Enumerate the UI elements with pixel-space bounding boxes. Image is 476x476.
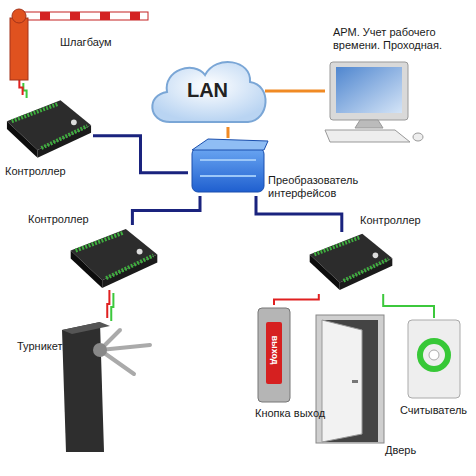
barrier-node: Шлагбаум: [8, 8, 150, 80]
controller-device: [7, 100, 91, 157]
keyboard: [325, 130, 410, 142]
turnstile-hub: [93, 343, 107, 357]
lan-node: LAN: [150, 55, 265, 127]
monitor-screen: [336, 67, 402, 113]
turnstile-post: [62, 322, 104, 452]
converter-rib: [200, 175, 256, 177]
door-opening: [322, 320, 378, 442]
connector-wire: [265, 90, 325, 93]
door-node: Дверь: [315, 312, 387, 442]
network-label: LAN: [150, 79, 265, 102]
controller-node: Контроллер: [5, 95, 93, 163]
barrier-cap: [12, 9, 26, 23]
connector-wire: [226, 127, 229, 138]
device-label: Контроллер: [5, 165, 66, 178]
workstation-node: АРМ. Учет рабочего времени. Проходная.: [325, 58, 420, 146]
device-label: Шлагбаум: [60, 36, 112, 49]
turnstile-cap: [62, 322, 110, 334]
converter-node: Преобразователь интерфейсов: [188, 138, 268, 196]
converter-top: [192, 139, 268, 150]
door-frame: [316, 315, 384, 443]
button-text: выход: [267, 324, 281, 376]
device-label: Считыватель: [400, 404, 467, 417]
wire-pair: [111, 293, 113, 321]
reader-node: Считыватель: [405, 318, 463, 400]
connector-wire: [256, 196, 342, 232]
connector-wire: [132, 196, 200, 225]
button-plate: [258, 308, 290, 402]
device-label: Контроллер: [28, 213, 89, 226]
connector-wire: [107, 290, 109, 318]
connector-wire: [19, 80, 22, 95]
barrier-boom: [24, 12, 148, 20]
controller-node: Контроллер: [305, 232, 397, 294]
connector-wire: [274, 294, 319, 305]
wire-pair: [23, 83, 26, 98]
boom-stripe: [40, 12, 50, 20]
monitor-stand: [355, 120, 383, 128]
connector-wire: [383, 294, 434, 318]
device-label: Преобразователь интерфейсов: [268, 174, 388, 200]
button-key: [266, 322, 282, 384]
mouse: [413, 133, 423, 141]
controller-device: [310, 234, 393, 290]
device-label: Турникет: [17, 340, 63, 353]
device-label: АРМ. Учет рабочего времени. Проходная.: [333, 26, 468, 52]
boom-stripe: [70, 12, 80, 20]
controller-device: [71, 229, 158, 288]
door-leaf: [322, 320, 362, 442]
exit-button-node: Кнопка выходвыход: [255, 305, 293, 403]
reader-center: [429, 350, 439, 360]
door-handle: [352, 380, 358, 383]
turnstile-node: Турникет: [55, 318, 150, 453]
connector-wire: [93, 136, 188, 173]
device-label: Контроллер: [360, 214, 421, 227]
barrier-post: [10, 18, 28, 80]
turnstile-arm: [100, 345, 150, 350]
converter-body: [192, 148, 264, 192]
device-label: Дверь: [385, 444, 416, 457]
reader-body: [408, 320, 460, 398]
boom-stripe: [130, 12, 140, 20]
monitor-bezel: [330, 62, 408, 120]
reader-ring: [420, 341, 448, 369]
device-label: Кнопка выход: [255, 407, 325, 420]
converter-rib: [200, 159, 256, 161]
boom-stripe: [100, 12, 110, 20]
controller-node: Контроллер: [68, 225, 160, 290]
